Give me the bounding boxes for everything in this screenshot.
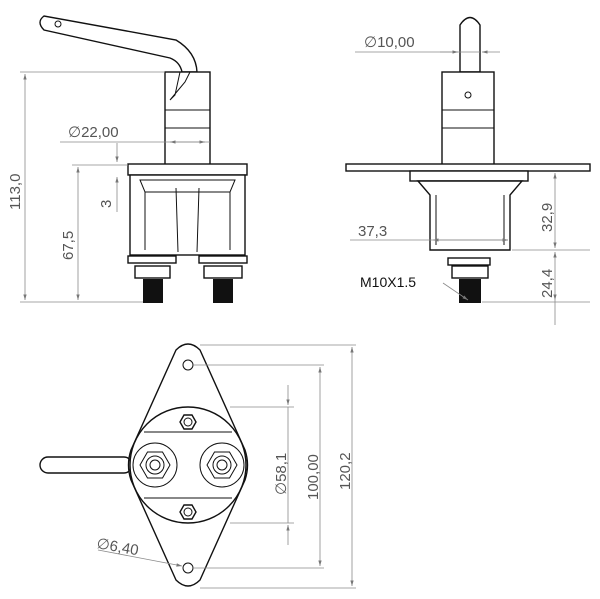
mounting-plate bbox=[345, 163, 591, 172]
terminal-height-dim: 67,5 bbox=[60, 231, 77, 260]
hole-diameter-dim: ∅6,40 bbox=[95, 535, 140, 559]
stud-length-dim: 24,4 bbox=[539, 269, 556, 298]
handle-end bbox=[459, 16, 481, 73]
flange-thickness-dim: 3 bbox=[98, 200, 115, 208]
plate-length-dim: 120,2 bbox=[337, 452, 354, 490]
handle-diameter-dim: ∅10,00 bbox=[364, 34, 415, 51]
terminal-nut-left bbox=[132, 442, 178, 488]
body-width-dim: 37,3 bbox=[358, 223, 387, 240]
terminal-studs bbox=[127, 255, 248, 303]
handle-lever bbox=[39, 15, 198, 73]
mounting-hole-top bbox=[182, 359, 194, 371]
shaft-diameter-dim: ∅22,00 bbox=[68, 124, 119, 141]
thread-spec-label: M10X1.5 bbox=[360, 274, 416, 290]
bottom-view: ∅58,1 100,00 120,2 ∅6,40 bbox=[39, 343, 356, 589]
switch-shaft-side bbox=[441, 71, 495, 166]
side-view: ∅10,00 37,3 32,9 24,4 M10X1.5 bbox=[345, 16, 591, 325]
body-depth-dim: 32,9 bbox=[539, 203, 556, 232]
threaded-stud bbox=[459, 279, 481, 303]
mounting-hole-bottom bbox=[182, 562, 194, 574]
body-diameter-dim: ∅58,1 bbox=[273, 453, 290, 495]
switch-body bbox=[127, 163, 248, 256]
hole-spacing-dim: 100,00 bbox=[305, 454, 322, 500]
front-view: 113,0 67,5 ∅22,00 3 bbox=[7, 15, 248, 303]
body-cup bbox=[416, 180, 524, 251]
overall-height-dim: 113,0 bbox=[7, 174, 24, 210]
body-circle bbox=[129, 406, 247, 524]
switch-shaft bbox=[164, 71, 211, 166]
terminal-nut-right bbox=[199, 442, 245, 488]
handle-top bbox=[39, 456, 133, 474]
